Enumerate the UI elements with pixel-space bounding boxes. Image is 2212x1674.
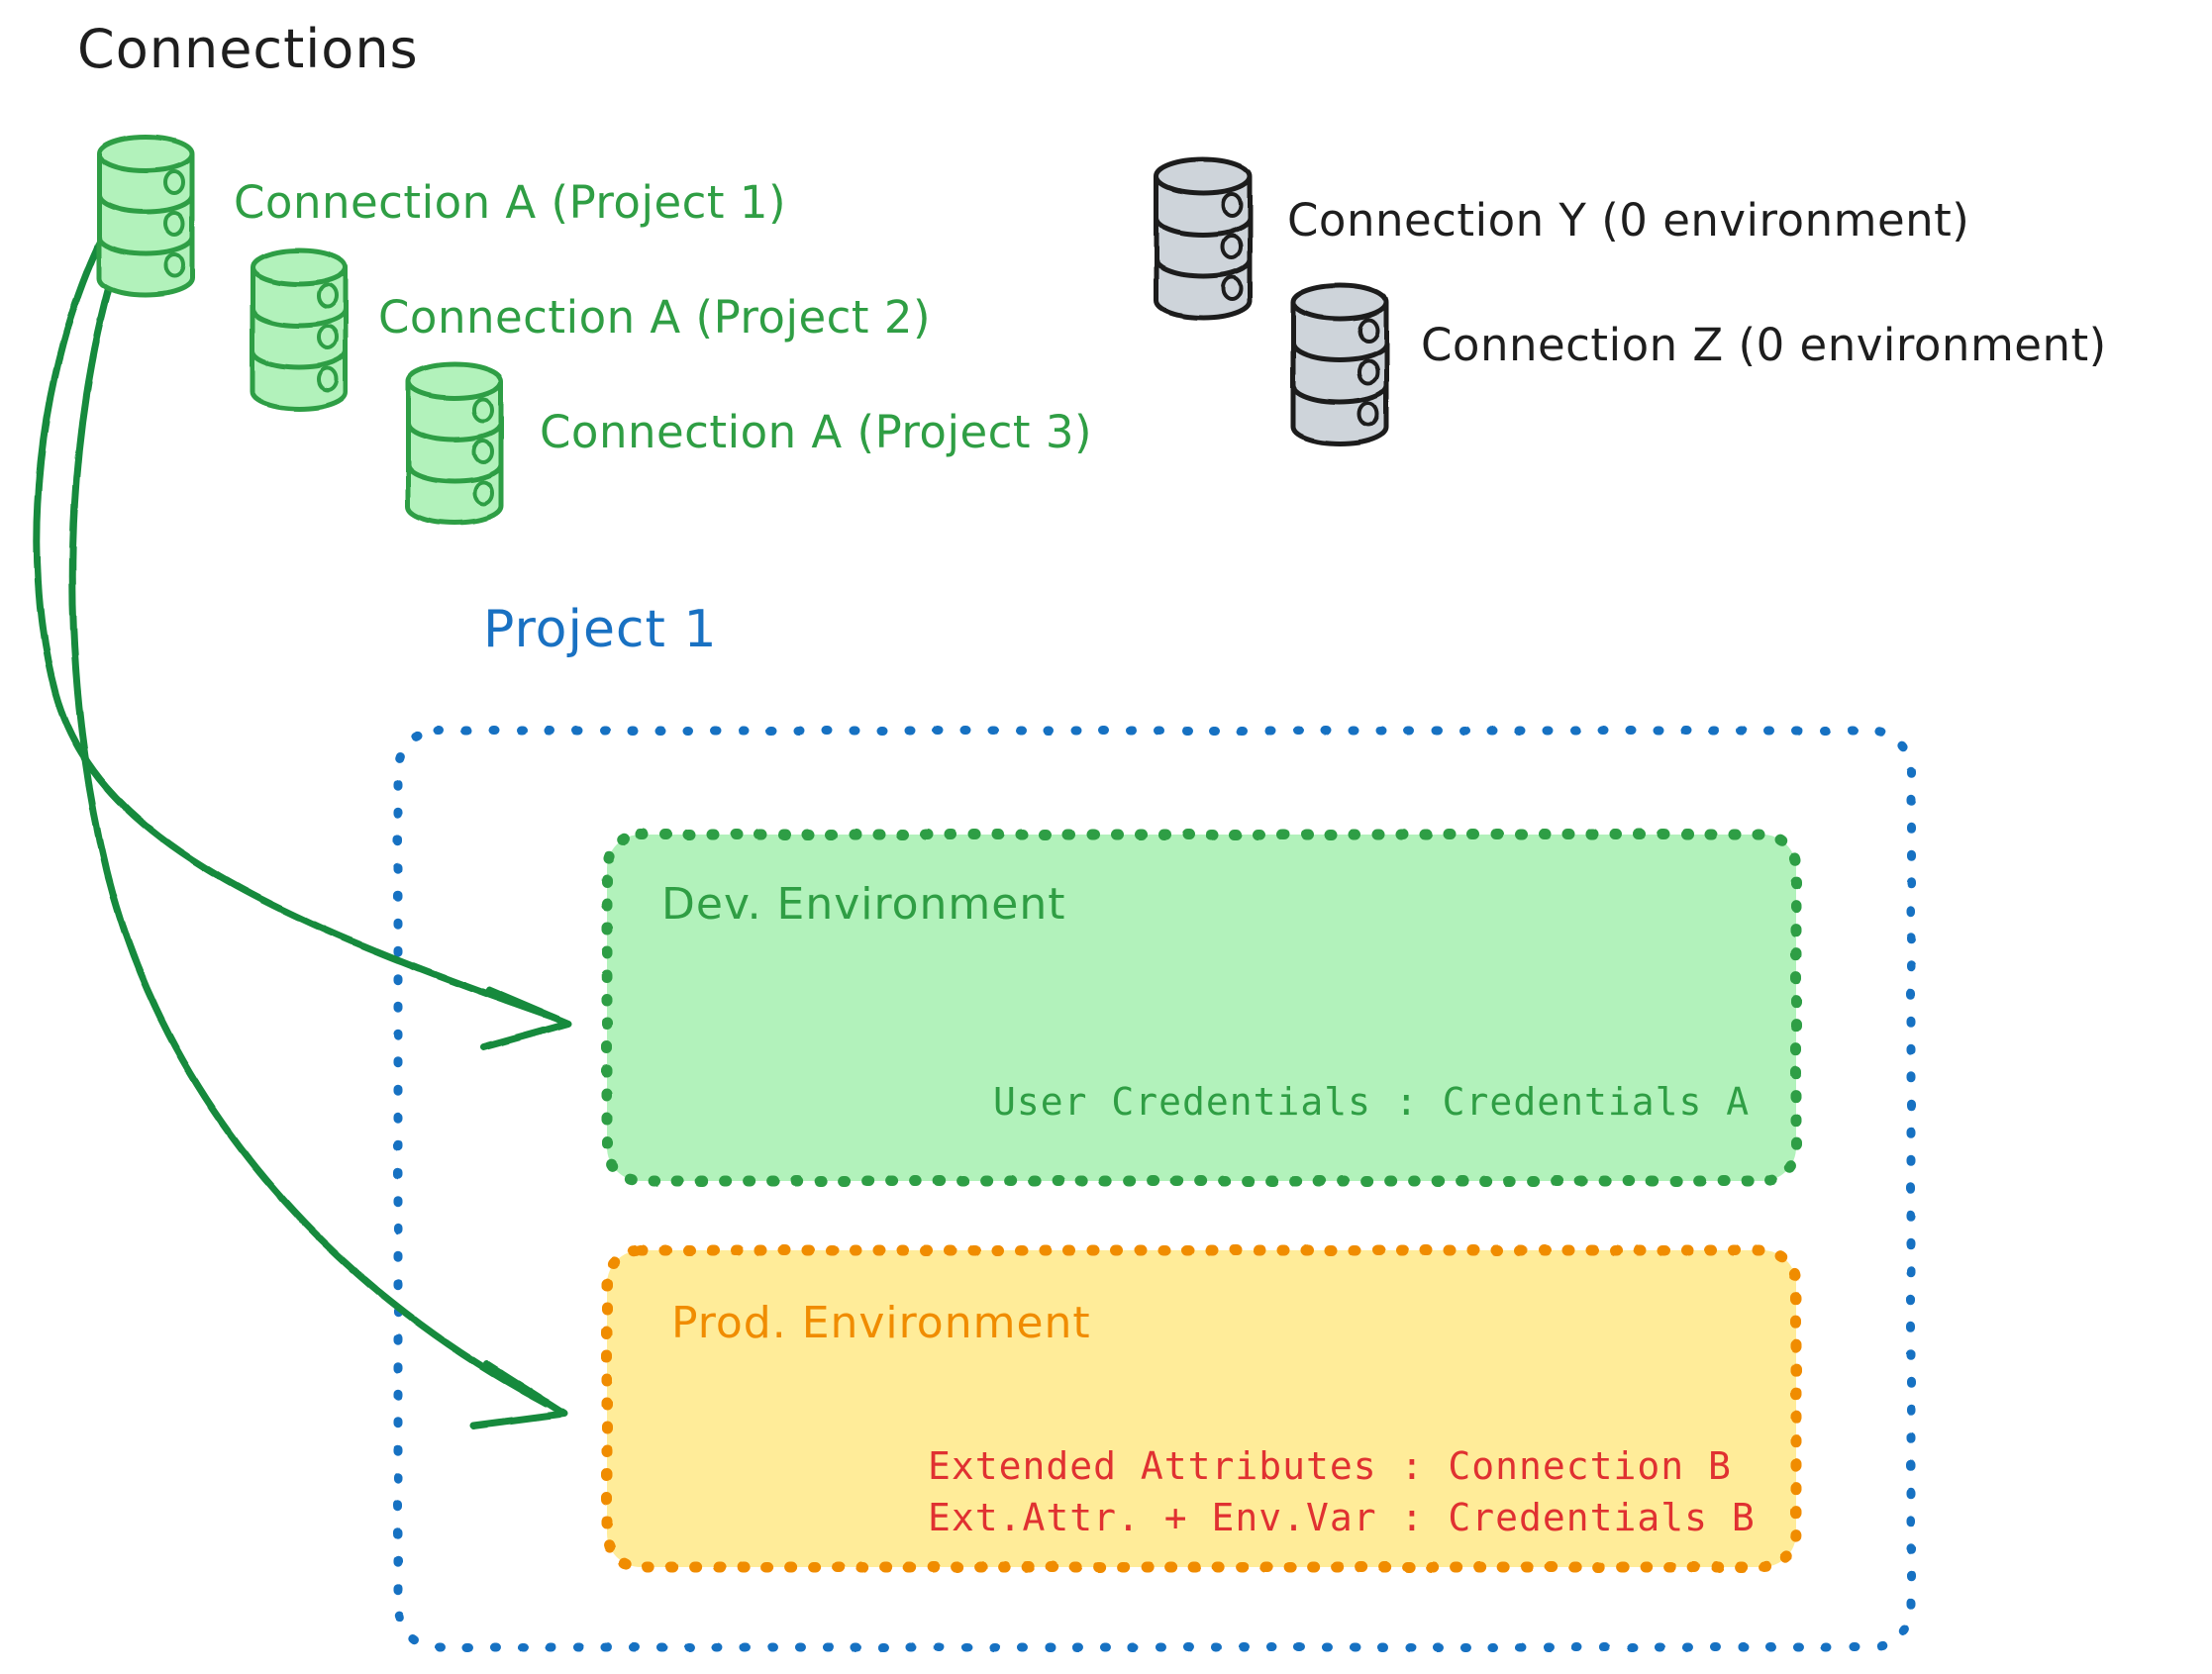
connection-label-a-project-1: Connection A (Project 1) — [234, 176, 787, 229]
prod-environment-entry-0: Extended Attributes : Connection B — [928, 1444, 1732, 1488]
prod-environment-title: Prod. Environment — [671, 1298, 1091, 1348]
database-icon-connection-a-project-3 — [405, 361, 504, 526]
dev-environment-title: Dev. Environment — [661, 879, 1066, 930]
connection-label-a-project-2: Connection A (Project 2) — [378, 291, 932, 344]
database-icon-connection-y — [1154, 156, 1253, 321]
dev-environment-entry-0: User Credentials : Credentials A — [993, 1080, 1751, 1124]
arrow-connection-a-to-prod — [68, 255, 568, 1429]
database-icon-connection-a-project-1 — [96, 134, 195, 298]
page-title: Connections — [77, 18, 419, 80]
prod-environment-entry-1: Ext.Attr. + Env.Var : Credentials B — [928, 1496, 1756, 1539]
database-icon-connection-a-project-2 — [250, 247, 349, 412]
connection-label-z: Connection Z (0 environment) — [1421, 319, 2107, 371]
database-icon-connection-z — [1290, 282, 1389, 446]
connection-label-y: Connection Y (0 environment) — [1287, 194, 1970, 246]
connection-label-a-project-3: Connection A (Project 3) — [540, 406, 1093, 458]
project-title: Project 1 — [483, 600, 718, 659]
